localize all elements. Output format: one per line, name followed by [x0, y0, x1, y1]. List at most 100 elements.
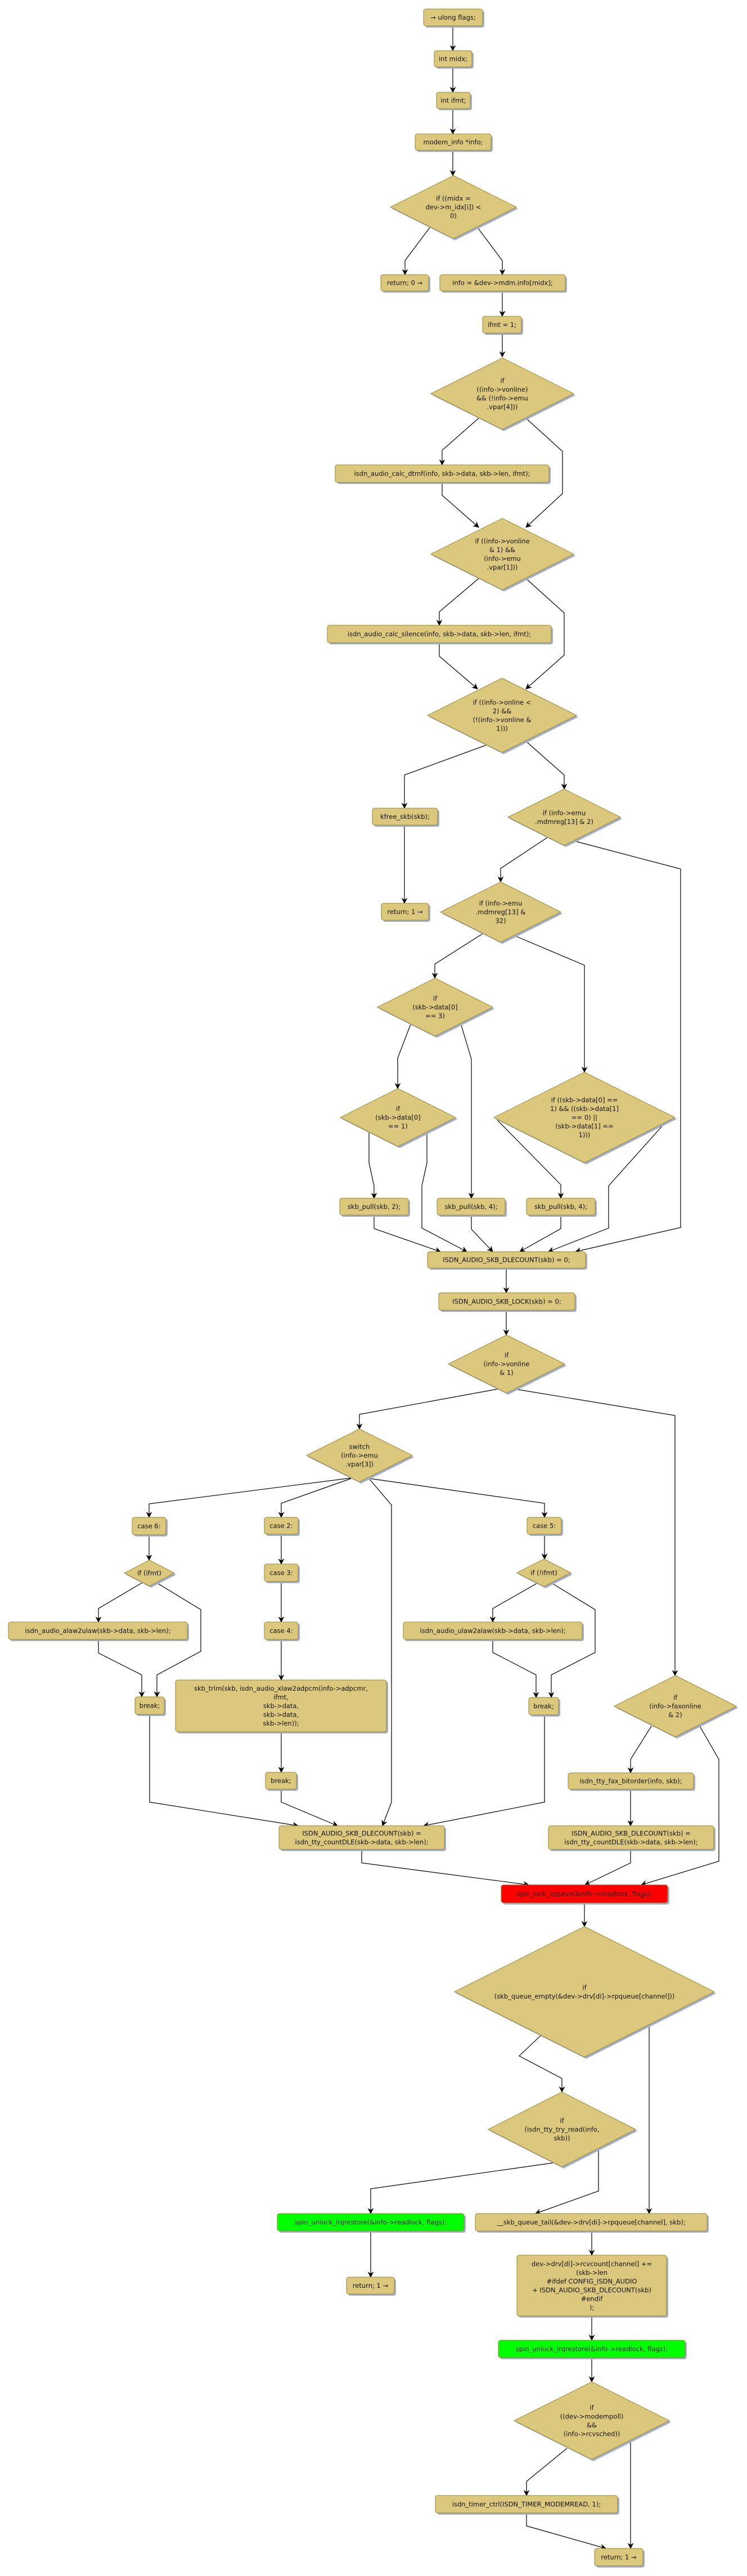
node-label-line: kfree_skb(skb); — [380, 813, 430, 821]
node-label: if(skb->data[0]== 1) — [375, 1105, 420, 1130]
node-label: switch(info->emu.vpar[3]) — [341, 1443, 378, 1468]
return-node: return; 1 → — [346, 2277, 396, 2296]
node-label: if((info->vonline)&& (!info->emu.vpar[4]… — [476, 377, 528, 411]
node-shape — [453, 1926, 716, 2058]
node-label-line: return; 1 → — [353, 2282, 389, 2290]
node-label-line: return; 0 → — [387, 279, 423, 287]
node-label-line: if — [560, 2117, 564, 2125]
node-label-line: if (ifmt) — [137, 1569, 161, 1577]
decision-node: if (info->emu.mdmreg[13] & 2) — [507, 789, 622, 847]
node-shape — [403, 1621, 583, 1640]
node-label-line: skb->len)); — [263, 1719, 299, 1727]
node-label-line: skb->data, — [263, 1702, 299, 1710]
node-shape — [381, 903, 429, 921]
node-label-line: int midx; — [439, 55, 467, 63]
node-shape — [430, 518, 575, 590]
flow-arrow — [367, 2162, 554, 2215]
decision-node: if(skb->data[0]== 1) — [339, 1088, 457, 1148]
statement-node: skb_trim(skb, isdn_audio_xlaw2adpcm(info… — [175, 1679, 388, 1733]
node-label: case 6: — [137, 1522, 160, 1530]
node-label-line: ISDN_AUDIO_SKB_DLECOUNT(skb) = — [302, 1829, 421, 1837]
node-label-line: skb_trim(skb, isdn_audio_xlaw2adpcm(info… — [194, 1685, 368, 1692]
node-shape — [438, 1292, 575, 1311]
flow-arrow — [436, 577, 480, 626]
node-label-line: → ulong flags; — [430, 14, 476, 21]
node-shape — [526, 1517, 562, 1535]
node-label-line: ((info->vonline) — [477, 386, 528, 393]
node-label-line: + ISDN_AUDIO_SKB_DLECOUNT(skb) — [532, 2286, 651, 2294]
node-label: int midx; — [439, 55, 467, 63]
node-label: break; — [140, 1702, 160, 1710]
node-label: isdn_audio_calc_silence(info, skb->data,… — [348, 630, 531, 638]
node-label: return; 1 → — [601, 2553, 637, 2561]
flow-arrow — [523, 2448, 568, 2497]
node-label-line: 32) — [495, 917, 506, 925]
statement-node: kfree_skb(skb); — [372, 808, 439, 827]
node-label: spin_unlock_irqrestore(&info->readlock, … — [295, 2219, 447, 2226]
statement-node: break; — [134, 1696, 166, 1716]
node-label-line: return; 1 → — [387, 908, 423, 916]
node-label-line: spin_unlock_irqrestore(&info->readlock, … — [295, 2219, 447, 2226]
node-label-line: case 5: — [533, 1522, 556, 1530]
node-shape — [427, 1251, 586, 1269]
statement-node: case 5: — [526, 1517, 563, 1536]
spin-unlock-node: spin_unlock_irqrestore(&info->readlock, … — [277, 2213, 466, 2233]
node-shape — [594, 2548, 644, 2566]
flow-arrow — [514, 1388, 678, 1677]
node-shape — [436, 92, 471, 109]
node-label-line: __skb_queue_tail(&dev->drv[di]->rpqueue[… — [496, 2219, 685, 2226]
flow-arrow — [584, 1849, 631, 1885]
node-label-line: skb)) — [554, 2134, 570, 2142]
statement-node: ISDN_AUDIO_SKB_LOCK(skb) = 0; — [438, 1292, 577, 1312]
node-shape — [339, 1088, 457, 1147]
node-shape — [264, 1621, 299, 1640]
node-label-line: (info->faxonline — [649, 1703, 701, 1710]
decision-node: if(skb->data[0]== 3) — [376, 978, 494, 1038]
flow-arrow — [98, 1639, 145, 1698]
node-label: isdn_audio_calc_dtmf(info, skb->data, sk… — [354, 470, 530, 478]
flow-arrow — [526, 2513, 607, 2550]
decision-node: if ((info->vonline& 1) &&(info->emu.vpar… — [430, 518, 575, 592]
node-label: if(info->faxonline& 2) — [649, 1694, 701, 1719]
flow-arrow — [534, 2148, 599, 2215]
node-shape — [339, 1198, 409, 1216]
node-shape — [389, 175, 518, 239]
node-label-line: .vpar[4])) — [487, 403, 518, 411]
node-label: if((dev->modempoll)&&(info->rcvsched)) — [560, 2404, 624, 2438]
node-label-line: if (!ifmt) — [530, 1569, 557, 1577]
node-label-line: spin_lock_irqsave(&info->readlock, flags… — [516, 1890, 652, 1898]
node-label-line: break; — [271, 1777, 291, 1785]
node-label: skb_pull(skb, 4); — [534, 1203, 587, 1211]
statement-node: isdn_audio_calc_silence(info, skb->data,… — [327, 625, 553, 644]
node-label: isdn_timer_ctrl(ISDN_TIMER_MODEMREAD, 1)… — [452, 2501, 601, 2508]
node-label-line: #endif — [581, 2295, 603, 2302]
node-label: if (ifmt) — [137, 1569, 161, 1577]
node-label: int ifmt; — [440, 97, 466, 105]
node-label-line: if — [673, 1694, 678, 1701]
node-label-line: (skb->data[1] == — [555, 1122, 613, 1130]
node-shape — [526, 1198, 596, 1216]
node-label: skb_pull(skb, 4); — [444, 1203, 497, 1211]
node-shape — [498, 2340, 686, 2358]
node-shape — [264, 1563, 299, 1582]
statement-node: isdn_audio_alaw2ulaw(skb->data, skb->len… — [8, 1621, 189, 1641]
node-label-line: dev->m_idx[i]) < — [426, 203, 482, 211]
node-label-line: isdn_tty_fax_bitorder(info, skb); — [579, 1777, 682, 1785]
node-label-line: skb_pull(skb, 4); — [444, 1203, 497, 1211]
node-label: if(info->vonline& 1) — [484, 1351, 530, 1377]
node-shape — [528, 1697, 559, 1715]
node-label: ifmt = 1; — [488, 321, 516, 329]
node-label-line: (info->rcvsched)) — [564, 2430, 620, 2438]
node-shape — [513, 2381, 670, 2460]
edges-layer — [95, 26, 719, 2550]
node-shape — [507, 789, 622, 846]
node-shape — [436, 1198, 506, 1216]
node-label-line: case 2: — [269, 1522, 292, 1530]
node-shape — [134, 1696, 165, 1715]
statement-node: int midx; — [434, 50, 474, 69]
node-label-line: break; — [140, 1702, 160, 1710]
flow-arrow — [154, 1582, 201, 1698]
statement-node: info = &dev->mdm.info[midx]; — [439, 274, 567, 293]
return-node: return; 1 → — [594, 2548, 645, 2568]
statement-node: → ulong flags; — [423, 8, 484, 28]
